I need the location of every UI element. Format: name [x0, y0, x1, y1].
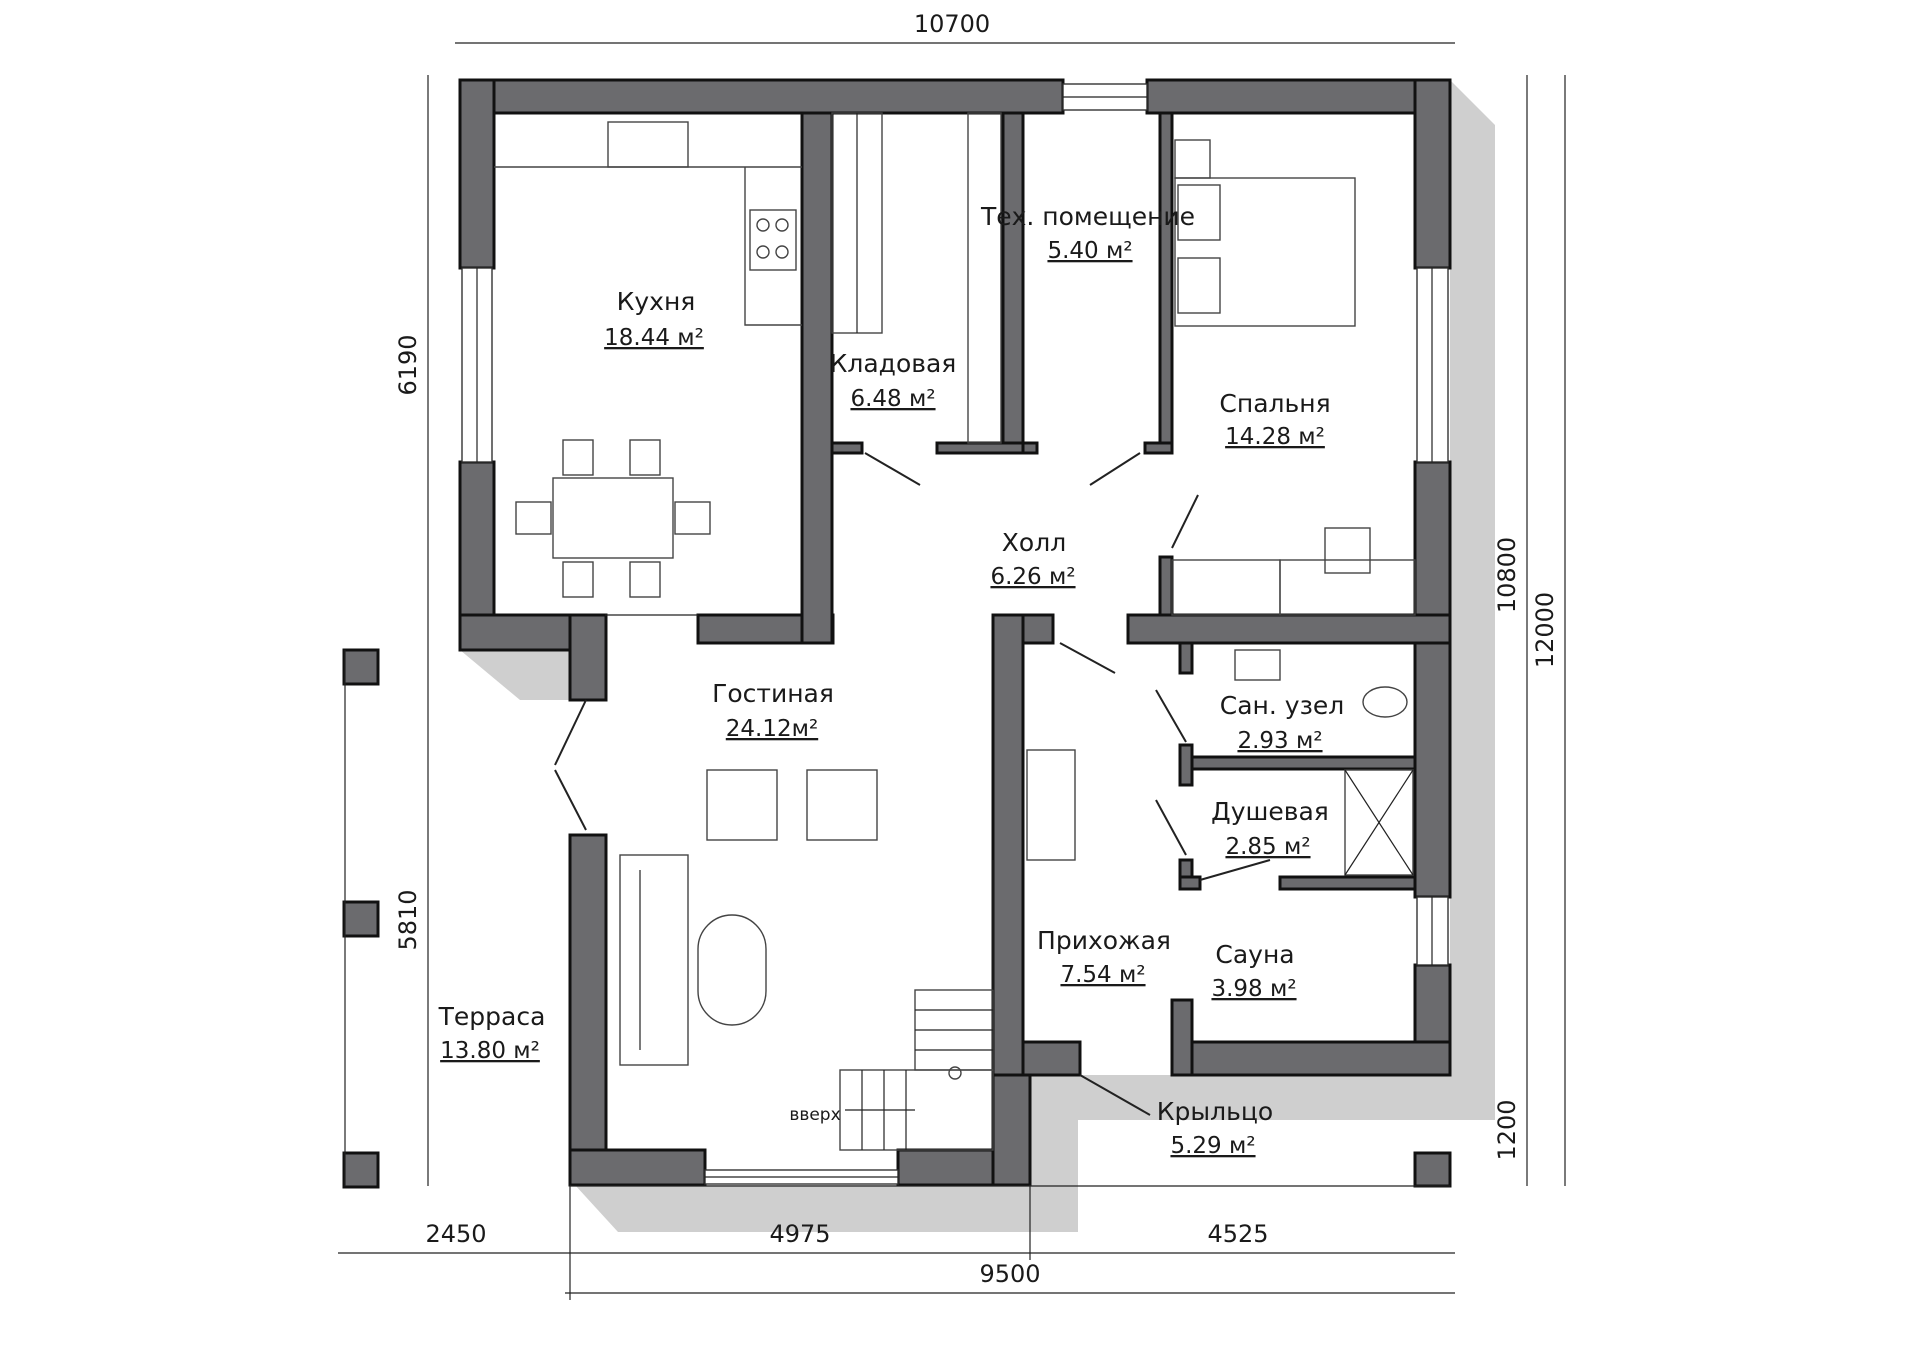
- dim-left-upper: 6190: [394, 334, 422, 395]
- furniture: [344, 112, 1450, 1187]
- bedroom-area: 14.28 м²: [1225, 424, 1325, 450]
- dim-bottom-right: 4525: [1207, 1220, 1268, 1248]
- dim-bottom-total: 9500: [979, 1260, 1040, 1288]
- pantry-area: 6.48 м²: [850, 386, 935, 412]
- bedroom-name: Спальня: [1219, 389, 1330, 418]
- walls: [342, 78, 1452, 1189]
- wall-shadows: [460, 80, 1495, 1232]
- armchair: [806, 769, 878, 841]
- sink-icon: [607, 121, 689, 168]
- wc-area: 2.93 м²: [1237, 728, 1322, 754]
- terrace-area: 13.80 м²: [440, 1038, 540, 1064]
- desk-chair: [1324, 527, 1371, 574]
- toilet-icon: [1362, 686, 1408, 718]
- stairs-up-label: вверх: [789, 1105, 840, 1125]
- dim-bottom-left: 2450: [425, 1220, 486, 1248]
- hall-area: 6.26 м²: [990, 564, 1075, 590]
- doors: [554, 452, 1271, 1116]
- windows: [461, 83, 1449, 1185]
- tech-room-area: 5.40 м²: [1047, 238, 1132, 264]
- dining-table: [552, 477, 674, 559]
- tech-room-name: Тех. помещение: [980, 202, 1195, 231]
- staircase: [839, 860, 994, 1151]
- dim-left-lower: 5810: [394, 889, 422, 950]
- dimension-labels: 10700 6190 5810 10800 12000 1200 2450 49…: [394, 10, 1559, 1288]
- kitchen-name: Кухня: [617, 287, 696, 316]
- washbasin-icon: [1234, 649, 1281, 681]
- porch-area: 5.29 м²: [1170, 1133, 1255, 1159]
- pantry-name: Кладовая: [830, 349, 957, 378]
- shower-area: 2.85 м²: [1225, 834, 1310, 860]
- shower-tray: [1344, 769, 1414, 876]
- hall-name: Холл: [1002, 528, 1066, 557]
- armchair: [706, 769, 778, 841]
- entry-name: Прихожая: [1037, 926, 1171, 955]
- stove-icon: [749, 209, 797, 271]
- porch-name: Крыльцо: [1157, 1097, 1273, 1126]
- coffee-table: [697, 914, 767, 1026]
- wc-name: Сан. узел: [1220, 691, 1344, 720]
- dim-right-porch: 1200: [1493, 1099, 1521, 1160]
- dim-right-outer: 12000: [1531, 592, 1559, 668]
- kitchen-area: 18.44 м²: [604, 325, 704, 351]
- sofa: [619, 854, 689, 1066]
- bed: [1174, 177, 1356, 327]
- room-labels: Кухня 18.44 м² Кладовая 6.48 м² Тех. пом…: [438, 202, 1345, 1159]
- dim-bottom-mid: 4975: [769, 1220, 830, 1248]
- living-room-area: 24.12м²: [726, 716, 818, 742]
- dimension-lines: [338, 42, 1566, 1300]
- sauna-area: 3.98 м²: [1211, 976, 1296, 1002]
- terrace-name: Терраса: [438, 1002, 546, 1031]
- sauna-name: Сауна: [1215, 940, 1294, 969]
- entry-area: 7.54 м²: [1060, 962, 1145, 988]
- shower-name: Душевая: [1211, 797, 1329, 826]
- dim-top: 10700: [914, 10, 990, 38]
- living-room-name: Гостиная: [712, 679, 834, 708]
- dim-right-inner: 10800: [1493, 537, 1521, 613]
